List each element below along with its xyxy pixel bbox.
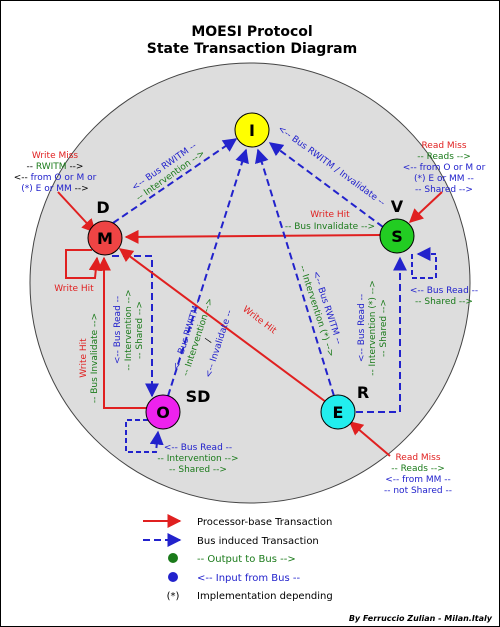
e-to-i-bus-arrow [255,148,335,397]
state-e-letter: E [333,403,344,422]
state-i-letter: I [249,121,255,140]
state-s-circle [379,218,415,254]
legend-processor-text: Processor-base Transaction [197,517,332,528]
credit-text: By Ferruccio Zulian - Milan.Italy [349,614,493,623]
write-miss-l4: (*) E or MM --> [21,184,88,194]
state-m-tag: D [96,198,109,217]
label-read-miss-top: Read Miss -- Reads --> <-- from O or M o… [403,141,486,195]
read-miss-arrow-s [408,191,443,223]
e-to-s-l3: -- Shared --> [379,299,389,357]
s-self-loop-arrow [411,247,437,279]
state-o-letter: O [156,403,170,422]
background-circle [29,62,471,504]
label-s-to-m: Write Hit -- Bus Invalidate --> [285,210,375,232]
title-line-1: MOESI Protocol [191,24,312,40]
label-m-to-o: <-- Bus Read -- -- Intervention --> -- S… [113,289,145,370]
read-miss-top-l1: Read Miss [421,141,466,151]
label-write-miss: Write Miss -- RWITM --> <-- from O or M … [14,151,97,194]
state-s-letter: S [391,227,403,246]
e-to-m-write-hit-arrow [118,248,327,403]
title-line-2: State Transaction Diagram [147,41,357,57]
state-m-letter: M [97,229,113,248]
read-miss-top-l5: -- Shared --> [415,185,473,195]
s-self-l1: <-- Bus Read -- [410,286,478,296]
write-miss-l1: Write Miss [32,151,79,161]
state-e: E R [320,383,369,430]
state-s-tag: V [391,197,404,216]
s-to-m-l1: Write Hit [310,210,350,220]
legend-input-text: <-- Input from Bus -- [197,573,300,584]
m-self-loop-arrow [65,249,103,279]
read-miss-top-l4: (*) E or MM -- [414,174,474,184]
state-o-tag: SD [186,387,211,406]
o-to-m-write-hit-arrow [97,256,148,409]
read-miss-bottom-l1: Read Miss [395,453,440,463]
m-self-write-hit: Write Hit [54,284,94,294]
s-to-m-l2: -- Bus Invalidate --> [285,222,375,232]
state-m-circle [87,220,123,256]
o-to-i-bus-arrow [167,148,249,397]
read-miss-top-l3: <-- from O or M or [403,163,486,173]
legend-bus-text: Bus induced Transaction [197,536,319,547]
o-to-m-l1: Write Hit [79,338,89,378]
o-to-i-l3: / [204,337,215,344]
state-s: S V [379,197,415,254]
write-miss-l3: <-- from O or M or [14,173,97,183]
read-miss-top-l2: -- Reads --> [417,152,471,162]
state-o: O SD [145,387,211,430]
state-o-circle [145,394,181,430]
read-miss-bottom-l4: -- not Shared -- [384,486,452,496]
label-e-to-s: <-- Bus Read -- -- Intervention (*) --> … [357,280,389,376]
read-miss-bottom-l2: -- Reads --> [391,464,445,474]
s-to-i-bus-arrow [268,142,384,228]
legend: Processor-base Transaction Bus induced T… [143,514,333,602]
read-miss-bottom-l3: <-- from MM -- [385,475,451,485]
o-to-m-l2: -- Bus Invalidate --> [90,313,100,403]
label-o-self: <-- Bus Read -- -- Intervention --> -- S… [157,443,238,475]
o-self-loop-arrow [125,419,164,453]
o-self-l1: <-- Bus Read -- [164,443,232,453]
legend-star-text: Implementation depending [197,591,333,602]
o-self-l2: -- Intervention --> [157,454,238,464]
label-o-to-m: Write Hit -- Bus Invalidate --> [79,313,100,403]
legend-input-dot [168,572,178,582]
e-to-s-bus-arrow [356,256,407,413]
state-m: M D [87,198,123,256]
e-to-s-l2: -- Intervention (*) --> [368,280,378,376]
write-miss-arrow [57,191,96,234]
m-to-o-l3: -- Shared --> [135,301,145,359]
read-miss-arrow-e [348,421,391,457]
state-i-circle [234,112,270,148]
m-to-o-l1: <-- Bus Read -- [113,296,123,364]
write-miss-l2: -- RWITM --> [27,162,84,172]
legend-output-dot [168,553,178,563]
state-e-tag: R [357,383,369,402]
o-self-l3: -- Shared --> [169,465,227,475]
m-to-i-bus-arrow [112,138,238,224]
label-read-miss-bottom: Read Miss -- Reads --> <-- from MM -- --… [384,453,452,496]
m-to-o-l2: -- Intervention --> [124,289,134,370]
state-e-circle [320,394,356,430]
e-to-s-l1: <-- Bus Read -- [357,294,367,362]
state-i: I [234,112,270,148]
legend-star-symbol: (*) [167,591,180,602]
s-self-l2: -- Shared --> [415,297,473,307]
legend-output-text: -- Output to Bus --> [197,554,296,565]
label-s-self: <-- Bus Read -- -- Shared --> [410,286,478,307]
s-to-m-write-hit-arrow [124,229,381,244]
